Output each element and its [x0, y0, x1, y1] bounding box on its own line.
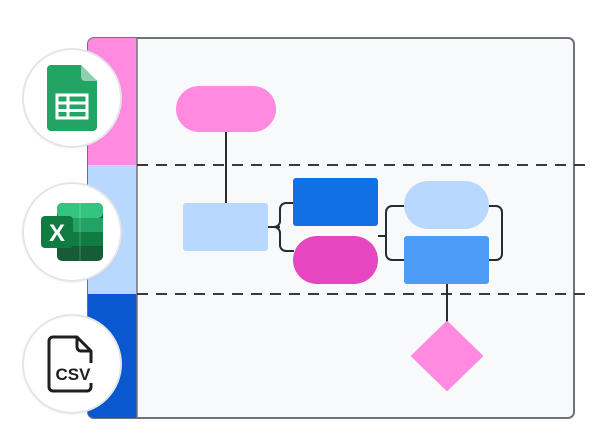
microsoft-excel-icon: X [41, 203, 103, 261]
connector-bracket-left [378, 205, 404, 261]
process-shape-blue [293, 178, 378, 226]
connector-process-bracket [268, 202, 294, 252]
google-sheets-icon [47, 65, 97, 131]
process-shape-mid-blue [404, 236, 489, 284]
csv-label: CSV [56, 365, 92, 384]
csv-import-button[interactable]: CSV [22, 314, 122, 414]
microsoft-excel-import-button[interactable]: X [22, 182, 122, 282]
process-shape-light [183, 203, 268, 251]
decision-diamond-shape [411, 321, 483, 391]
excel-letter: X [49, 220, 65, 247]
csv-file-icon: CSV [47, 335, 95, 393]
connector-bracket-right [489, 205, 503, 261]
terminator-shape-magenta [293, 236, 378, 284]
terminator-shape-light-blue [404, 181, 489, 229]
google-sheets-import-button[interactable] [22, 48, 122, 148]
start-terminator-shape [176, 86, 276, 132]
